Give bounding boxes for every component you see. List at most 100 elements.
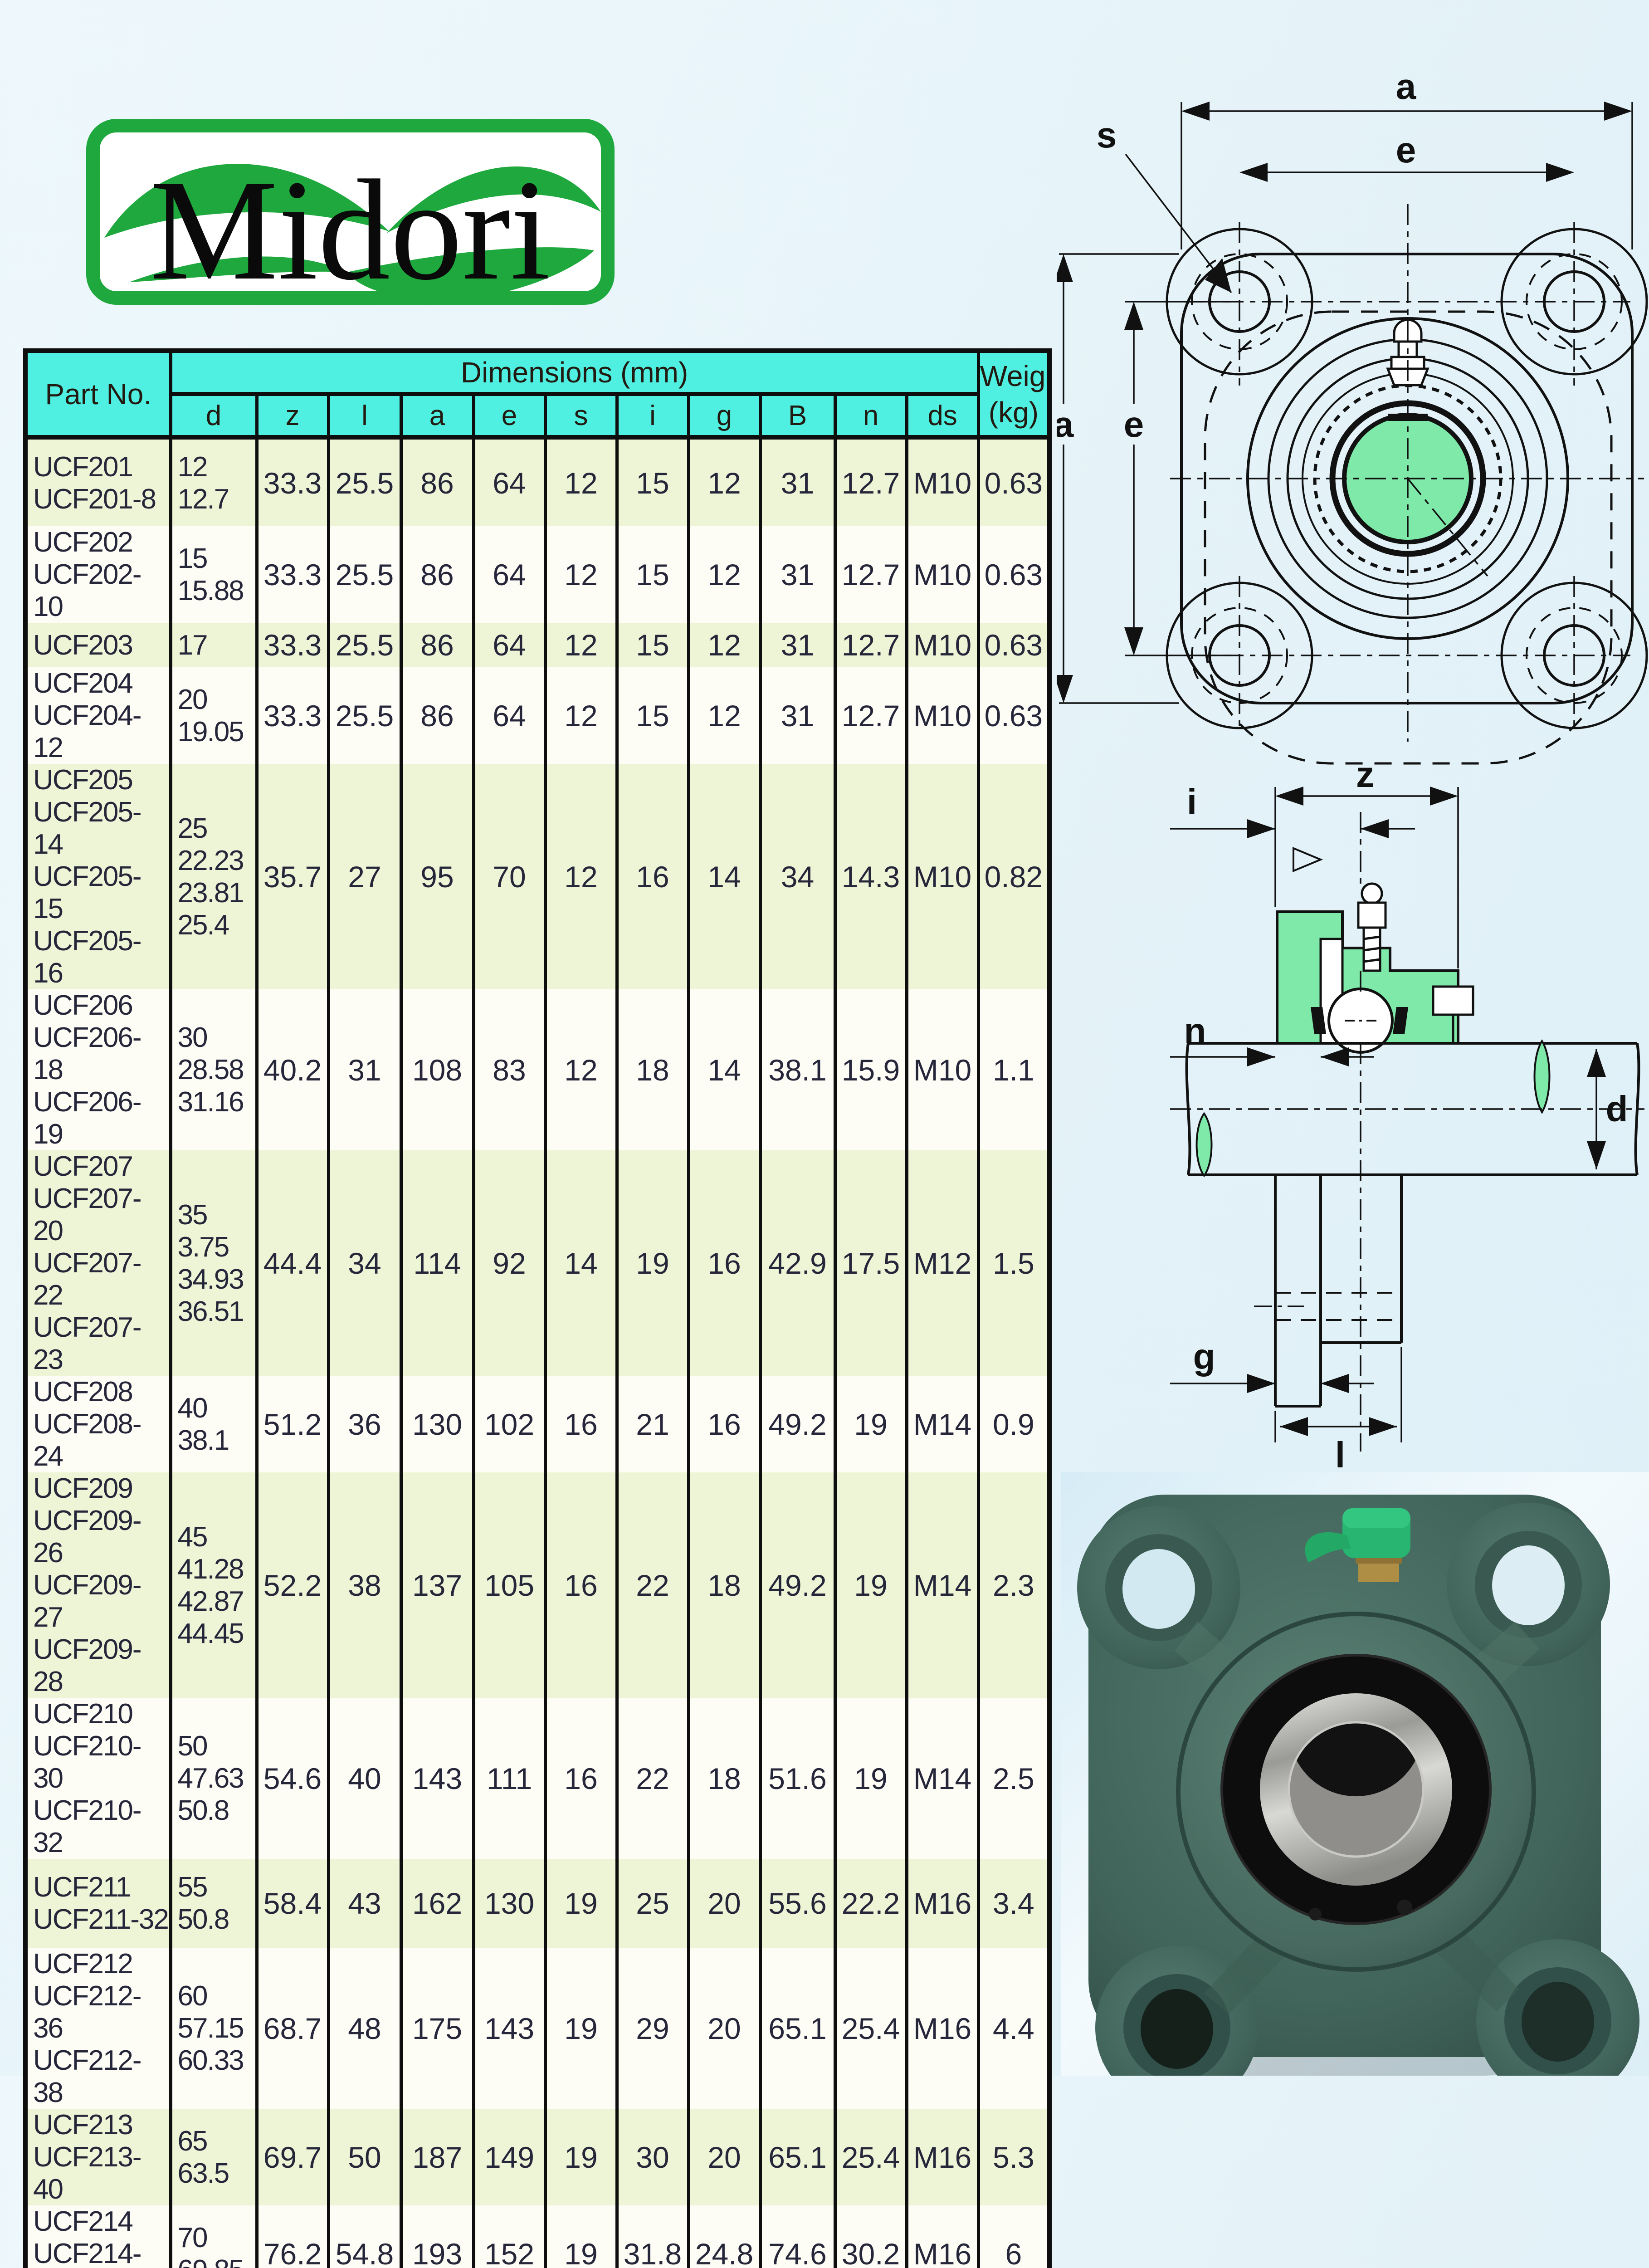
dim-d-value: 12.7 xyxy=(172,483,255,515)
dim-value-g: 38.1 xyxy=(760,989,835,1150)
part-number: UCF209-28 xyxy=(28,1633,169,1698)
dim-value-l: 137 xyxy=(401,1472,473,1698)
header-dim-col-e: e xyxy=(473,394,545,438)
dim-d-value: 12 xyxy=(172,451,255,483)
dim-value-s: 22 xyxy=(617,1698,688,1859)
dim-label-s: s xyxy=(1097,115,1117,155)
dim-d-value: 69.85 xyxy=(172,2254,255,2268)
dim-d-value: 19.05 xyxy=(172,716,255,748)
dim-d-value: 60.33 xyxy=(172,2044,255,2077)
dim-value-ds: 3.4 xyxy=(978,1859,1049,1948)
dim-value-z: 27 xyxy=(328,764,401,989)
dim-d-value: 25.4 xyxy=(172,909,255,941)
part-number: UCF206-19 xyxy=(28,1086,169,1150)
dim-d-value: 42.87 xyxy=(172,1585,255,1618)
part-number: UCF204 xyxy=(28,667,169,699)
dim-value-g: 31 xyxy=(760,667,835,764)
part-number: UCF205 xyxy=(28,764,169,796)
part-number: UCF213 xyxy=(28,2109,169,2141)
dim-value-i: 16 xyxy=(688,1150,760,1376)
dim-label-e-top: e xyxy=(1396,130,1416,170)
dim-d-value: 34.93 xyxy=(172,1263,255,1295)
part-number: UCF201-8 xyxy=(28,483,169,515)
dim-value-B: 19 xyxy=(835,1376,907,1472)
part-number: UCF214 xyxy=(28,2205,169,2238)
dim-value-a: 70 xyxy=(473,764,545,989)
dim-value-z: 50 xyxy=(328,2109,401,2205)
dim-value-s: 21 xyxy=(617,1376,688,1472)
header-dimensions: Dimensions (mm) xyxy=(171,351,978,394)
part-number: UCF209-26 xyxy=(28,1505,169,1569)
part-number: UCF210-30 xyxy=(28,1730,169,1794)
dim-value-g: 49.2 xyxy=(760,1376,835,1472)
dim-value-d: 35.7 xyxy=(257,764,328,989)
side-section-drawing: z i n d g l xyxy=(1161,744,1649,1479)
dim-value-n: M16 xyxy=(907,2109,978,2205)
dim-value-z: 38 xyxy=(328,1472,401,1698)
dim-value-d: 40.2 xyxy=(257,989,328,1150)
part-number: UCF209 xyxy=(28,1472,169,1505)
part-number: UCF201 xyxy=(28,451,169,483)
dim-value-z: 48 xyxy=(328,1948,401,2109)
dim-value-a: 149 xyxy=(473,2109,545,2205)
header-weight: Weight (kg) xyxy=(978,351,1049,437)
part-number: UCF211 xyxy=(28,1871,169,1903)
brand-logo: Midori xyxy=(86,119,615,305)
dim-value-d: 58.4 xyxy=(257,1859,328,1948)
shaft-break-right xyxy=(1535,1041,1550,1112)
dim-value-B: 12.7 xyxy=(835,437,907,526)
dim-value-d: 33.3 xyxy=(257,623,328,667)
dim-value-l: 130 xyxy=(401,1376,473,1472)
header-dim-col-n: n xyxy=(835,394,907,438)
dim-d-value: 20 xyxy=(172,684,255,716)
dim-value-z: 34 xyxy=(328,1150,401,1376)
dim-value-ds: 1.5 xyxy=(978,1150,1049,1376)
dim-value-d: 33.3 xyxy=(257,437,328,526)
dim-value-s: 30 xyxy=(617,2109,688,2205)
part-number: UCF207 xyxy=(28,1150,169,1183)
side-centerlines xyxy=(1170,812,1644,1452)
photo-setscrew-1 xyxy=(1397,1900,1412,1915)
part-number: UCF207-20 xyxy=(28,1183,169,1247)
part-number: UCF205-14 xyxy=(28,796,169,860)
dim-value-a: 111 xyxy=(473,1698,545,1859)
part-number: UCF206 xyxy=(28,989,169,1022)
dim-value-ds: 0.63 xyxy=(978,667,1049,764)
dim-d-value: 47.63 xyxy=(172,1762,255,1794)
dim-value-s: 25 xyxy=(617,1859,688,1948)
dimension-lines xyxy=(1059,102,1632,703)
part-number: UCF208-24 xyxy=(28,1408,169,1472)
dim-value-l: 86 xyxy=(401,667,473,764)
dim-value-i: 12 xyxy=(688,437,760,526)
dim-value-d: 68.7 xyxy=(257,1948,328,2109)
dim-label-n: n xyxy=(1184,1011,1206,1051)
dim-value-ds: 0.63 xyxy=(978,623,1049,667)
dim-value-e: 12 xyxy=(545,667,617,764)
side-dimension-lines xyxy=(1170,787,1615,1442)
dim-value-z: 25.5 xyxy=(328,623,401,667)
header-part-no: Part No. xyxy=(25,351,171,437)
dim-d-value: 25 xyxy=(172,812,255,845)
dim-label-d: d xyxy=(1606,1089,1628,1129)
dim-value-n: M14 xyxy=(907,1472,978,1698)
dim-d-value: 22.23 xyxy=(172,845,255,877)
dim-d-value-cell: 7069.85 xyxy=(171,2205,257,2268)
dim-value-a: 64 xyxy=(473,437,545,526)
dim-value-z: 54.8 xyxy=(328,2205,401,2268)
dim-value-a: 64 xyxy=(473,526,545,623)
dim-value-ds: 0.63 xyxy=(978,437,1049,526)
dim-d-value: 36.51 xyxy=(172,1295,255,1328)
dim-d-value: 31.16 xyxy=(172,1086,255,1118)
dim-value-i: 18 xyxy=(688,1698,760,1859)
spec-row-group: UCF214UCF214-447069.8576.254.81931521931… xyxy=(25,2205,1049,2268)
dim-d-value: 57.15 xyxy=(172,2012,255,2044)
